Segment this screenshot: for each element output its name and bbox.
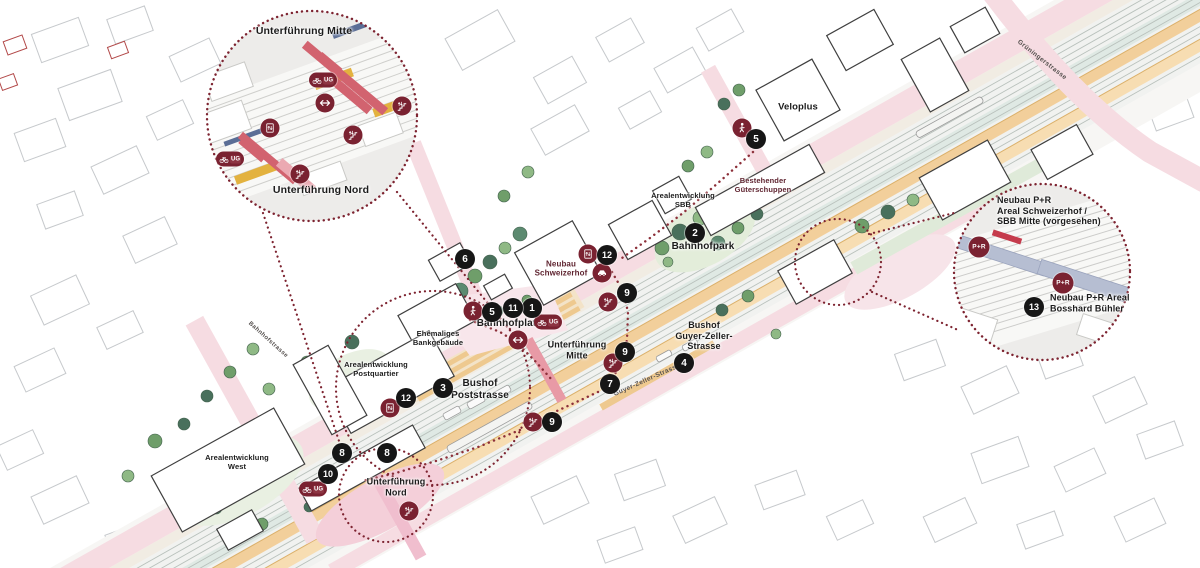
label-bushof-guyer-zeller: Bushof Guyer-Zeller- Strasse <box>675 320 733 352</box>
building-west <box>150 407 306 533</box>
label-neubau-schweizerhof: Neubau Schweizerhof <box>534 259 588 278</box>
inset-detail-underpasses <box>205 9 419 223</box>
bike-station-icon[interactable]: UG <box>216 151 244 167</box>
callout-circle-pr <box>793 217 883 307</box>
elevator-stairs-icon[interactable] <box>399 501 419 521</box>
inset-right-border <box>952 182 1132 362</box>
label-bahnhofplatz: Bahnhofplatz <box>476 318 542 330</box>
map-marker-8[interactable]: 8 <box>377 443 397 463</box>
map-marker-2[interactable]: 2 <box>685 223 705 243</box>
map-marker-9[interactable]: 9 <box>617 283 637 303</box>
vehicles <box>442 96 984 454</box>
pedestrian-icon[interactable] <box>463 301 483 321</box>
map-marker-10[interactable]: 10 <box>318 464 338 484</box>
map-marker-8[interactable]: 8 <box>332 443 352 463</box>
bike-station-icon[interactable]: UG <box>534 314 562 330</box>
bike-station-icon[interactable]: UG <box>309 72 337 88</box>
park-and-ride-icon[interactable]: P+R <box>968 236 990 258</box>
inset-underpass-mitte-shape <box>301 40 389 116</box>
underground-tag: UG <box>323 76 334 84</box>
inset-left-border <box>205 9 419 223</box>
building-gueterschuppen <box>694 143 826 237</box>
map-marker-1[interactable]: 1 <box>522 298 542 318</box>
callout-circle-nord <box>337 446 435 544</box>
building-bankgebaeude <box>397 282 477 354</box>
elevator-icon[interactable] <box>260 118 280 138</box>
elevator-icon[interactable] <box>578 244 598 264</box>
map-marker-9[interactable]: 9 <box>542 412 562 432</box>
elevator-stairs-icon[interactable] <box>523 412 543 432</box>
label-gueterschuppen: Bestehender Güterschuppen <box>734 176 792 194</box>
label-inset-unterfuehrung-nord: Unterführung Nord <box>272 183 370 196</box>
elevator-stairs-icon[interactable] <box>343 125 363 145</box>
pr-badge-text: P+R <box>972 243 986 251</box>
label-arealentwicklung-sbb: Arealentwicklung SBB <box>651 191 715 209</box>
pr-badge-text: P+R <box>1056 279 1070 287</box>
map-marker-12[interactable]: 12 <box>396 388 416 408</box>
map-marker-11[interactable]: 11 <box>503 298 523 318</box>
label-arealentwicklung-west: Arealentwicklung West <box>205 453 269 471</box>
elevator-stairs-icon[interactable] <box>598 292 618 312</box>
label-arealentwicklung-postquartier: Arealentwicklung Postquartier <box>344 360 408 378</box>
callout-connectors <box>261 190 960 452</box>
map-marker-12[interactable]: 12 <box>597 245 617 265</box>
label-ehemaliges-bankgebaeude: Ehemaliges Bankgebäude <box>412 329 464 347</box>
bike-station-icon[interactable]: UG <box>299 481 327 497</box>
elevator-stairs-icon[interactable] <box>392 96 412 116</box>
map-marker-13[interactable]: 13 <box>1024 297 1044 317</box>
dotted-callout-circles <box>334 217 883 544</box>
label-veloplus: Veloplus <box>778 101 818 113</box>
label-unterfuehrung-mitte: Unterführung Mitte <box>547 339 607 360</box>
map-marker-5[interactable]: 5 <box>482 302 502 322</box>
sbb-arrows-icon[interactable] <box>508 330 528 350</box>
map-marker-3[interactable]: 3 <box>433 378 453 398</box>
label-inset-pr-schweizerhof: Neubau P+R Areal Schweizerhof / SBB Mitt… <box>997 195 1101 227</box>
kiss-ride-car-icon[interactable] <box>592 263 612 283</box>
red-outline-buildings <box>0 34 130 92</box>
map-marker-9[interactable]: 9 <box>615 342 635 362</box>
underpass-mitte <box>523 336 567 404</box>
label-inset-unterfuehrung-mitte: Unterführung Mitte <box>255 24 353 37</box>
underground-tag: UG <box>548 318 559 326</box>
label-unterfuehrung-nord: Unterführung Nord <box>366 476 426 497</box>
building-veloplus <box>755 58 841 142</box>
map-marker-6[interactable]: 6 <box>455 249 475 269</box>
underground-tag: UG <box>313 485 324 493</box>
elevator-icon[interactable] <box>380 398 400 418</box>
underground-tag: UG <box>230 155 241 163</box>
label-bahnhofpark: Bahnhofpark <box>671 241 735 253</box>
pr-building-bosshard <box>1036 258 1130 306</box>
label-inset-pr-bosshard: Neubau P+R Areal Bosshard Bühler <box>1050 292 1130 313</box>
callout-circle-mitte <box>334 289 532 487</box>
elevator-stairs-icon[interactable] <box>290 164 310 184</box>
sbb-arrows-icon[interactable] <box>315 93 335 113</box>
map-marker-4[interactable]: 4 <box>674 353 694 373</box>
label-bushof-poststrasse: Bushof Poststrasse <box>451 378 509 401</box>
map-marker-5[interactable]: 5 <box>746 129 766 149</box>
map-marker-7[interactable]: 7 <box>600 374 620 394</box>
park-and-ride-icon[interactable]: P+R <box>1052 272 1074 294</box>
